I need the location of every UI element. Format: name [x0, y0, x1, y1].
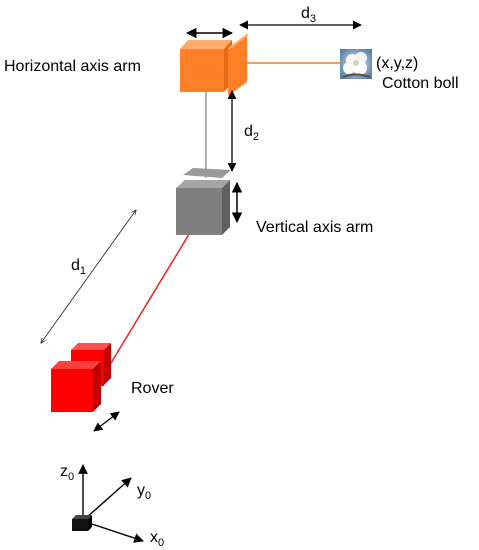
y-axis	[85, 477, 132, 519]
x-axis	[85, 521, 144, 543]
x-axis-label: x0	[150, 529, 164, 549]
horizontal-arm-block	[180, 34, 249, 96]
origin-box	[72, 515, 92, 531]
d1-label: d1	[71, 257, 86, 277]
cotton-boll-image	[340, 49, 372, 79]
y-axis-label: y0	[137, 482, 151, 502]
dimension-arrow-rover	[93, 411, 120, 432]
rover-block	[51, 343, 111, 412]
cotton-coords-label: (x,y,z)	[376, 55, 418, 72]
horizontal-arm-label: Horizontal axis arm	[4, 58, 141, 75]
d2-label: d2	[244, 123, 259, 143]
vertical-arm-label: Vertical axis arm	[256, 219, 373, 236]
d3-label: d3	[301, 5, 316, 25]
coordinate-frame	[72, 464, 144, 543]
vertical-arm-block	[176, 168, 231, 235]
red-link	[107, 225, 195, 369]
z-axis-label: z0	[60, 463, 74, 483]
cotton-boll-label: Cotton boll	[382, 75, 459, 92]
dimension-arrow-d1	[41, 210, 136, 343]
rover-label: Rover	[131, 380, 174, 397]
